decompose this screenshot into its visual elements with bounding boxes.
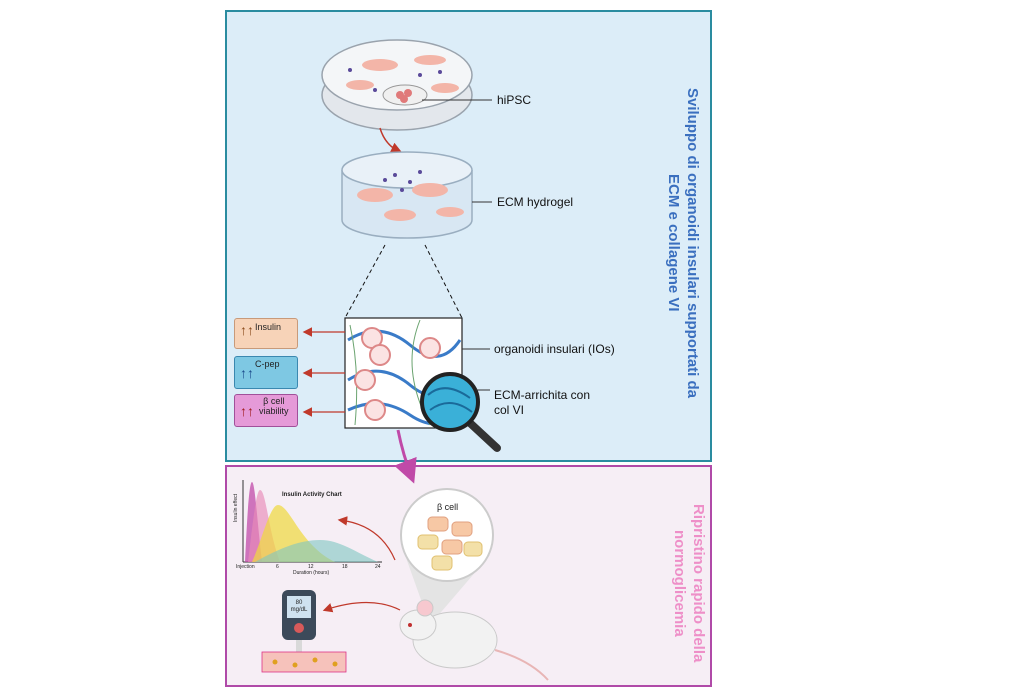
petri-to-hydrogel-arrow: [379, 127, 403, 154]
readout-insulin-label: Insulin: [255, 322, 282, 332]
zoom-line-right: [424, 244, 463, 319]
chart-title: Insulin Activity Chart: [282, 492, 342, 498]
beta-cell-circle-icon: [400, 488, 494, 582]
chart-tick-1: 6: [276, 564, 279, 570]
readout-cpep: ↑↑ C-pep: [234, 356, 298, 389]
bottom-panel-title: Ripristino rapido della normoglicemia: [671, 503, 707, 663]
up-arrows-icon: ↑↑: [240, 403, 254, 419]
transplant-arrow: [394, 429, 417, 484]
chart-tick-4: 24: [375, 564, 381, 570]
insulin-chart: [242, 480, 382, 563]
readout-cpep-label: C-pep: [255, 359, 280, 369]
readout-viability: ↑↑ β cell viability: [234, 394, 298, 427]
arrow-to-chart: [337, 516, 396, 561]
label-hipsc: hiPSC: [497, 93, 532, 107]
beta-cell-label: β cell: [437, 502, 459, 512]
chart-tick-2: 12: [308, 564, 314, 570]
readout-viability-label: β cell viability: [259, 396, 289, 416]
up-arrows-icon: ↑↑: [240, 365, 254, 381]
chart-ylabel: Insulin effect: [232, 494, 239, 522]
chart-xlabel: Duration (hours): [293, 570, 330, 576]
mouse-icon: [399, 599, 549, 681]
petri-dish-icon: [321, 39, 473, 131]
magnifier-icon: [420, 372, 501, 452]
readout-insulin: ↑↑ Insulin: [234, 318, 298, 349]
top-panel-title: Sviluppo di organoidi insulari supportat…: [665, 87, 701, 398]
glucometer-icon: [261, 590, 347, 673]
label-ecm-enriched: ECM-arrichita con col VI: [494, 388, 591, 417]
zoom-line-left: [344, 244, 386, 319]
arrow-to-glucometer: [322, 601, 401, 613]
label-organoids: organoidi insulari (IOs): [494, 342, 615, 356]
chart-tick-0: Injection: [236, 564, 255, 570]
hydrogel-icon: [341, 151, 473, 239]
label-ecm-hydrogel: ECM hydrogel: [497, 195, 574, 209]
chart-tick-3: 18: [342, 564, 348, 570]
organoid-matrix-icon: [344, 317, 463, 429]
up-arrows-icon: ↑↑: [240, 322, 254, 338]
glucometer-reading: 80 mg/dL: [290, 600, 308, 613]
